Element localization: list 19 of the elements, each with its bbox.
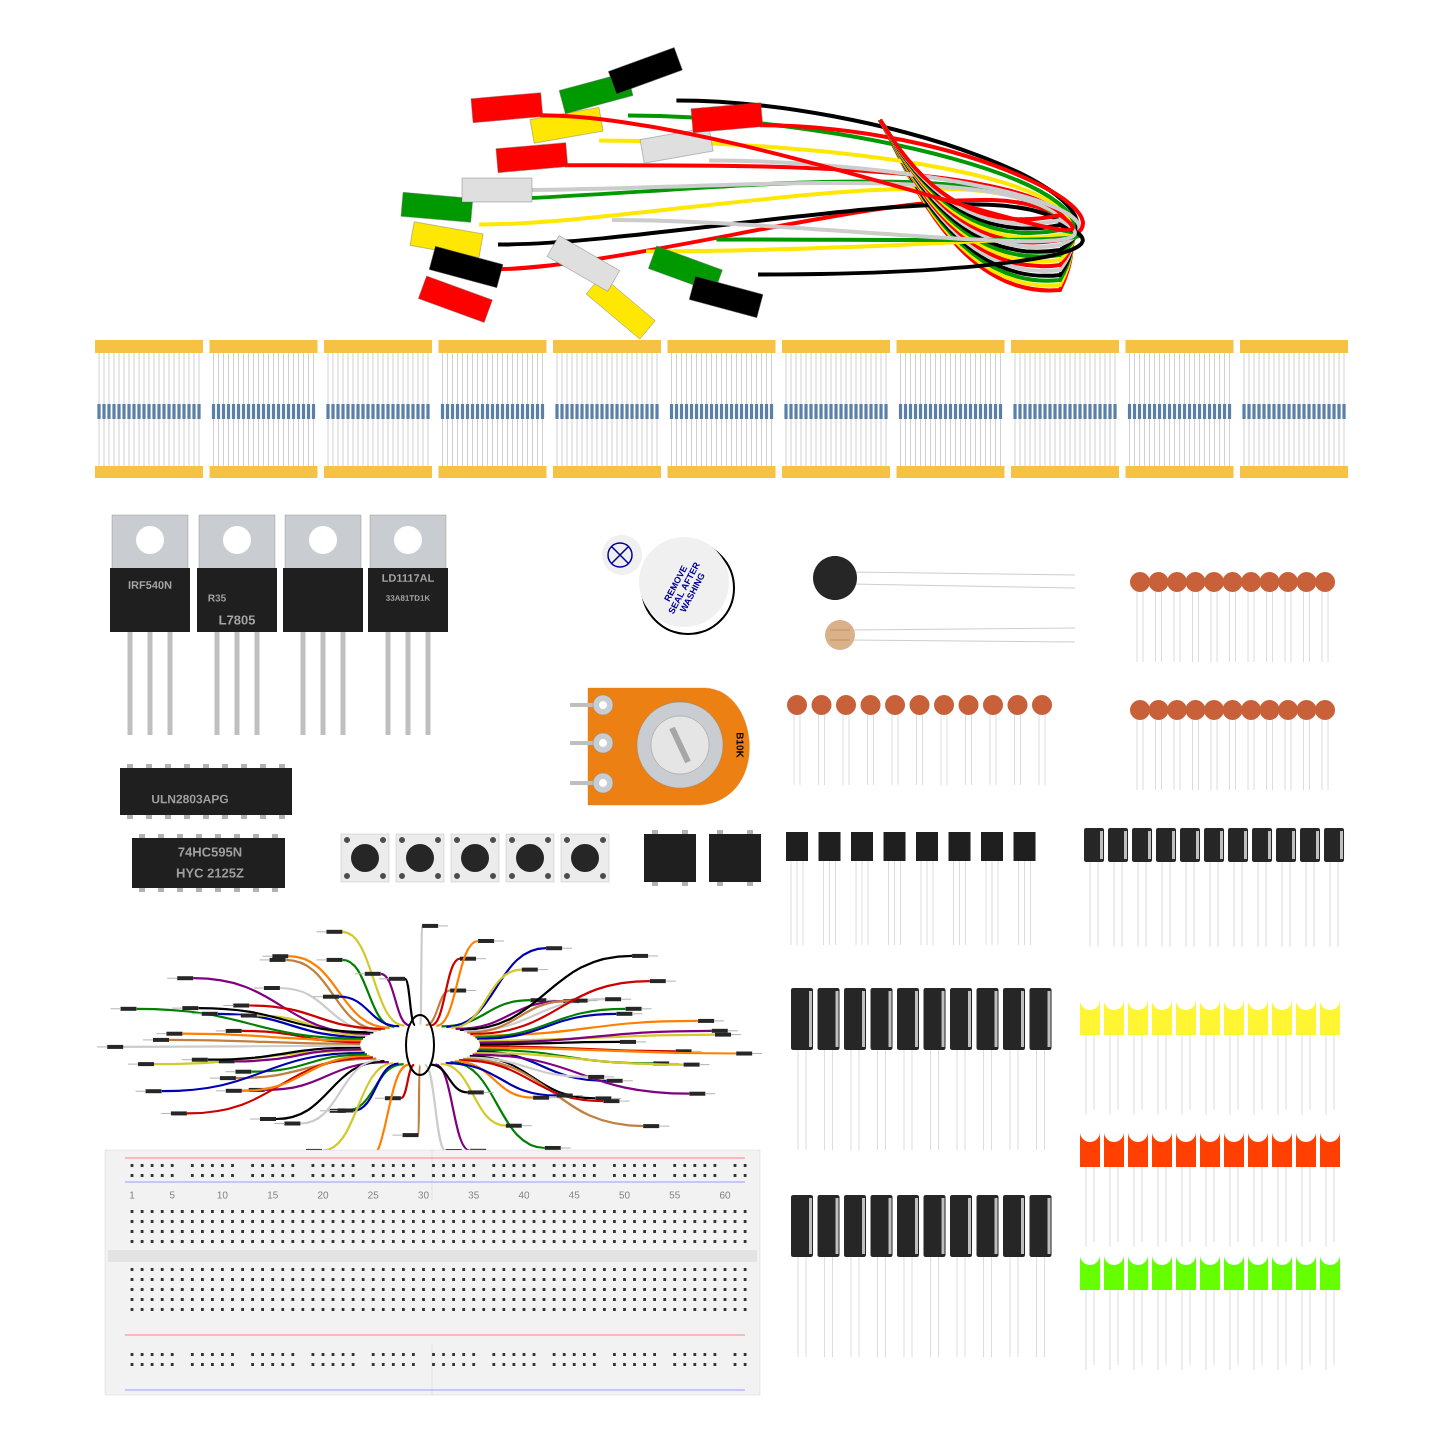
- ic-chip: 74HC595N HYC 2125Z: [132, 834, 285, 892]
- ic-chip: ULN2803APG: [120, 764, 292, 819]
- column-number: 25: [368, 1191, 379, 1199]
- column-number: 30: [418, 1191, 429, 1199]
- voltage-regulator-drawing: R35 L7805: [197, 514, 277, 735]
- voltage-regulator-drawing: LD1117AL 33A81TD1K: [368, 514, 448, 735]
- column-number: 50: [619, 1191, 630, 1199]
- column-number: 10: [217, 1191, 228, 1199]
- potentiometer-drawing: B10K: [570, 687, 750, 806]
- column-number: 55: [669, 1191, 680, 1199]
- column-number: 60: [719, 1191, 731, 1199]
- column-number: 45: [568, 1191, 580, 1199]
- column-number: 5: [169, 1191, 175, 1199]
- column-number: 1: [130, 1191, 135, 1199]
- column-number: 20: [317, 1191, 329, 1199]
- column-number: 15: [267, 1191, 278, 1199]
- voltage-regulator-drawing: IRF540N: [110, 514, 190, 735]
- column-number: 40: [518, 1191, 530, 1199]
- column-number: 35: [468, 1191, 479, 1199]
